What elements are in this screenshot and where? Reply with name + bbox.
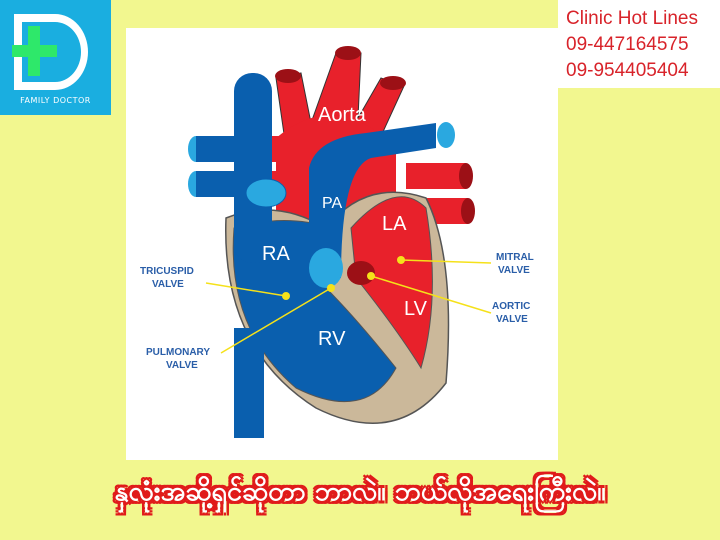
- label-tricuspid-2: VALVE: [152, 279, 184, 290]
- heart-diagram: Aorta PA LA RA LV RV TRICUSPID VALVE PUL…: [140, 46, 534, 438]
- logo-mark-icon: [12, 14, 88, 90]
- valve-pointers: [205, 259, 492, 354]
- hotline-phone-2[interactable]: 09-954405404: [566, 60, 689, 81]
- label-lv: LV: [404, 298, 428, 320]
- logo-text: FAMILY DOCTOR: [20, 96, 91, 105]
- label-tricuspid-1: TRICUSPID: [140, 266, 194, 277]
- label-pa: PA: [322, 195, 342, 212]
- label-aorta: Aorta: [318, 104, 367, 126]
- label-mitral-1: MITRAL: [496, 252, 534, 263]
- inferior-vena-cava: [234, 328, 264, 438]
- hotline-phone-1[interactable]: 09-447164575: [566, 34, 689, 55]
- label-ra: RA: [262, 243, 290, 265]
- label-rv: RV: [318, 328, 346, 350]
- label-aortic-2: VALVE: [496, 314, 528, 325]
- pulmonary-artery: [309, 123, 436, 278]
- caption-title: နှလုံးအဆို့ရှင်ဆိုတာ ဘာလဲ။ ဘယ်လိုအရေးကြီ…: [114, 476, 606, 507]
- label-aortic-1: AORTIC: [492, 301, 530, 312]
- label-la: LA: [382, 213, 407, 235]
- family-doctor-logo: FAMILY DOCTOR: [0, 0, 111, 115]
- superior-vena-cava: [234, 73, 272, 263]
- label-mitral-2: VALVE: [498, 265, 530, 276]
- clinic-hotlines: Clinic Hot Lines 09-447164575 09-9544054…: [558, 0, 720, 88]
- label-pulmonary-2: VALVE: [166, 360, 198, 371]
- hotlines-title: Clinic Hot Lines: [566, 8, 698, 29]
- heart-diagram-panel: Aorta PA LA RA LV RV TRICUSPID VALVE PUL…: [126, 28, 558, 460]
- label-pulmonary-1: PULMONARY: [146, 347, 210, 358]
